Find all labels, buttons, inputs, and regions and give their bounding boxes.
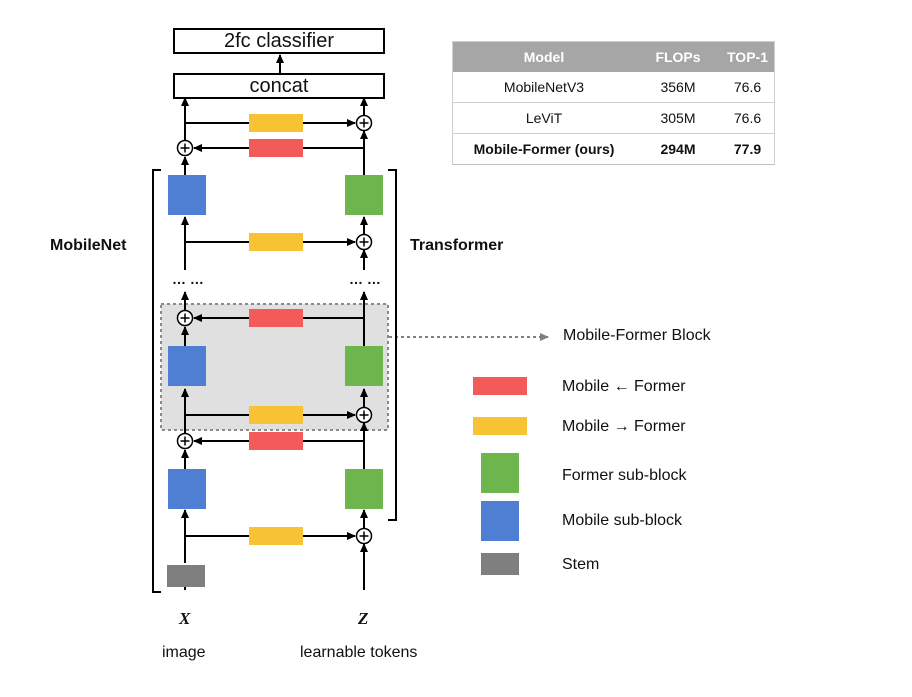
table-cell-model: Mobile-Former (ours): [452, 133, 635, 165]
legend-swatch-mobile-to-former: [473, 417, 527, 435]
concat-box: concat: [173, 73, 385, 99]
legend-label-mobile-from-former: Mobile ← Former: [562, 378, 686, 395]
table-row: LeViT 305M 76.6: [452, 102, 775, 134]
learnable-tokens-caption: learnable tokens: [300, 644, 418, 661]
bridge-former-to-mobile: [249, 139, 303, 157]
legend-swatch-stem: [481, 553, 519, 575]
performance-table: Model FLOPs TOP-1 MobileNetV3 356M 76.6 …: [452, 41, 775, 165]
bridge-mobile-to-former: [249, 114, 303, 132]
mobile-sub-block: [168, 346, 206, 386]
concat-label: concat: [249, 74, 309, 97]
add-node-plus-icon: [176, 309, 194, 327]
bridge-mobile-to-former: [249, 527, 303, 545]
image-caption: image: [162, 644, 206, 661]
legend-swatch-former-sub-block: [481, 453, 519, 493]
classifier-box: 2fc classifier: [173, 28, 385, 54]
add-node-plus-icon: [355, 114, 373, 132]
table-header-row: Model FLOPs TOP-1: [452, 41, 775, 72]
former-sub-block: [345, 469, 383, 509]
former-sub-block: [345, 346, 383, 386]
legend-swatch-mobile-from-former: [473, 377, 527, 395]
bridge-mobile-to-former: [249, 406, 303, 424]
mobile-former-block-label: Mobile-Former Block: [563, 327, 711, 344]
bridge-mobile-to-former: [249, 233, 303, 251]
legend-swatch-mobile-sub-block: [481, 501, 519, 541]
input-z-symbol: Z: [358, 609, 369, 628]
mobile-sub-block: [168, 175, 206, 215]
add-node-plus-icon: [355, 527, 373, 545]
table-header-model: Model: [452, 41, 635, 72]
add-node-plus-icon: [355, 233, 373, 251]
former-sub-block: [345, 175, 383, 215]
legend-label-mobile-sub-block: Mobile sub-block: [562, 512, 683, 529]
transformer-bracket: [388, 169, 397, 521]
table-cell-model: MobileNetV3: [452, 72, 635, 103]
mobile-to-former-bridges: [249, 114, 303, 545]
transformer-ellipsis: … …: [349, 271, 381, 287]
former-sub-blocks: [345, 175, 383, 509]
input-x-symbol: X: [179, 609, 191, 628]
table-row: Mobile-Former (ours) 294M 77.9: [452, 133, 775, 165]
mobile-sub-block: [168, 469, 206, 509]
classifier-label: 2fc classifier: [223, 29, 335, 52]
bridge-former-to-mobile: [249, 309, 303, 327]
legend-label-mobile-to-former: Mobile → Former: [562, 418, 686, 435]
add-node-plus-icon: [355, 406, 373, 424]
add-nodes: [176, 114, 373, 545]
mobilenet-ellipsis: … …: [172, 271, 204, 287]
table-cell-flops: 356M: [635, 72, 721, 103]
legend-label-former-sub-block: Former sub-block: [562, 467, 687, 484]
table-row: MobileNetV3 356M 76.6: [452, 72, 775, 103]
mobile-sub-blocks: [168, 175, 206, 509]
table-cell-top1: 77.9: [721, 133, 775, 165]
legend-label-stem: Stem: [562, 556, 600, 573]
bridge-former-to-mobile: [249, 432, 303, 450]
mobilenet-label: MobileNet: [50, 237, 127, 254]
table-cell-top1: 76.6: [721, 72, 775, 103]
table-cell-top1: 76.6: [721, 102, 775, 134]
table-cell-flops: 305M: [635, 102, 721, 134]
add-node-plus-icon: [176, 139, 194, 157]
transformer-label: Transformer: [410, 237, 504, 254]
table-header-flops: FLOPs: [635, 41, 721, 72]
table-cell-flops: 294M: [635, 133, 721, 165]
table-header-top1: TOP-1: [721, 41, 775, 72]
mobilenet-bracket: [152, 169, 161, 593]
former-to-mobile-bridges: [249, 139, 303, 450]
table-cell-model: LeViT: [452, 102, 635, 134]
add-node-plus-icon: [176, 432, 194, 450]
stem-block: [167, 565, 205, 587]
